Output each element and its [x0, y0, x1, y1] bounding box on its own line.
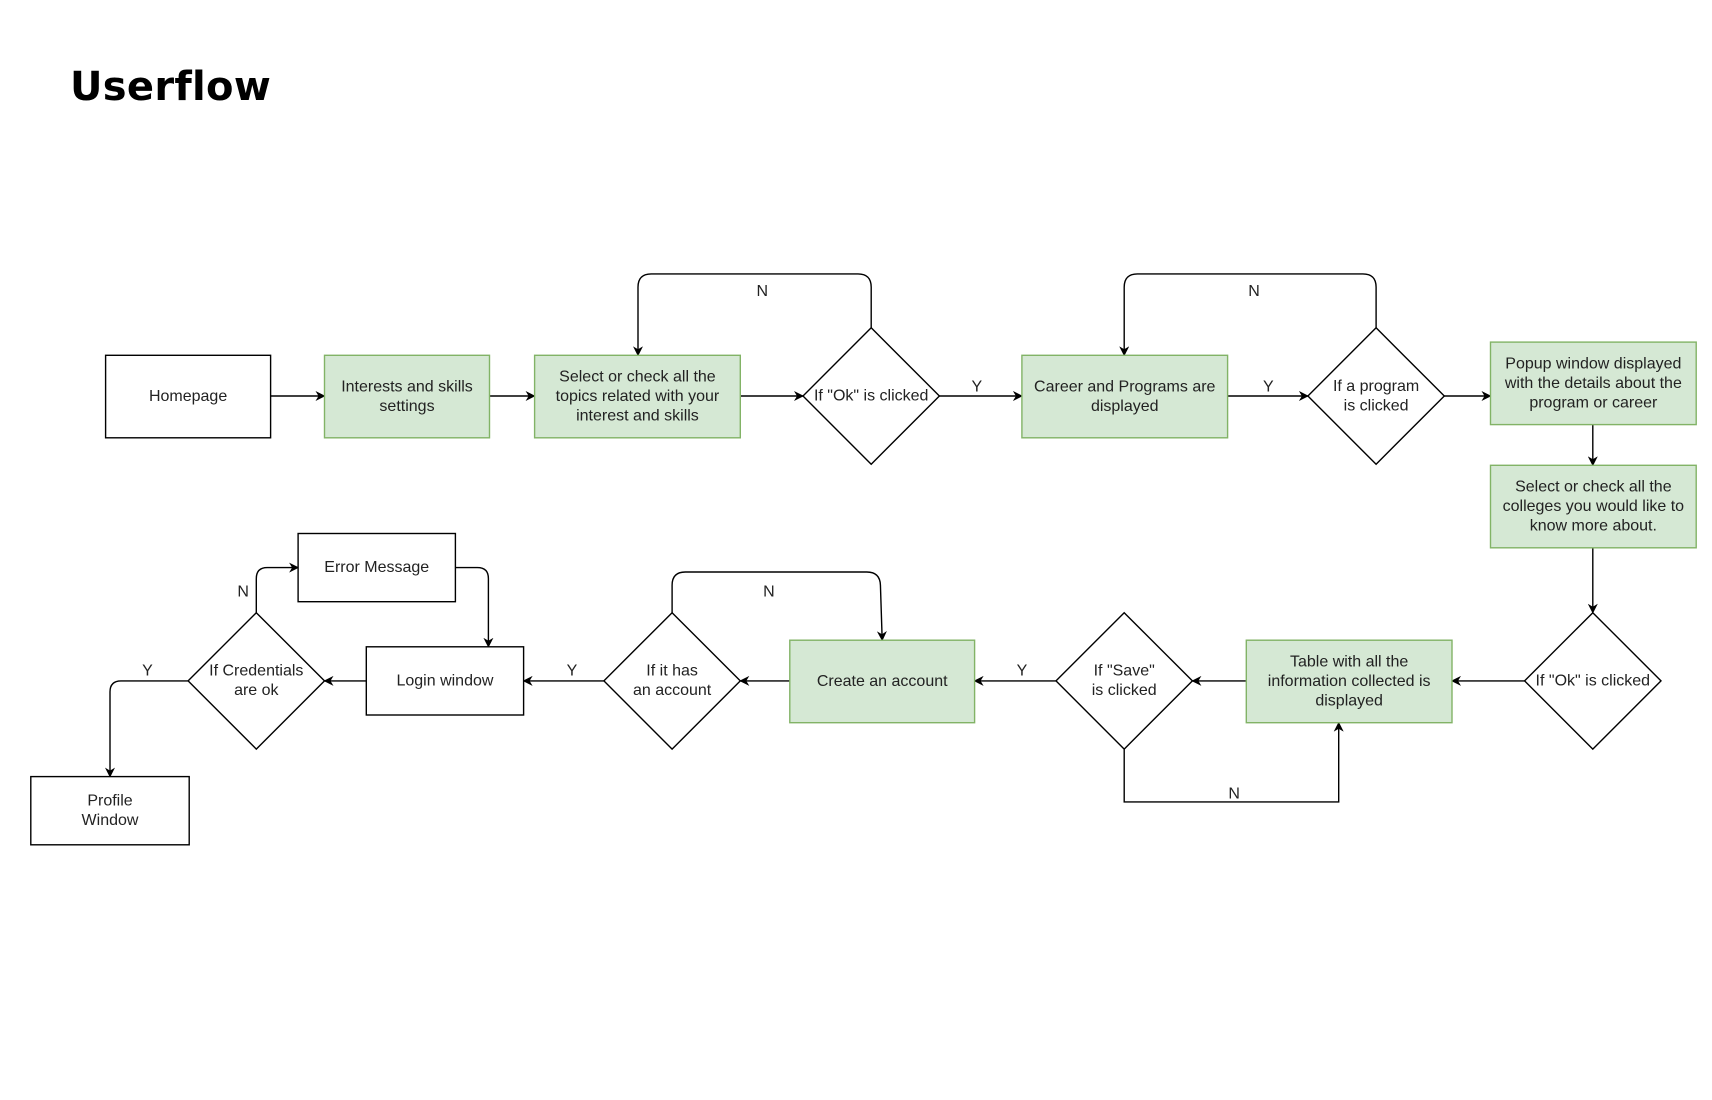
node-select-colleges: Select or check all the colleges you woul… [1489, 464, 1697, 549]
node-label: Select or check all the [559, 369, 716, 386]
node-login: Login window [365, 646, 525, 716]
node-label: are ok [234, 682, 279, 699]
edge-credentials-yes [105, 680, 189, 778]
node-label: displayed [1091, 398, 1159, 415]
node-popup: Popup window displayed with the details a… [1489, 341, 1697, 426]
edge-credentials-no [255, 562, 300, 613]
decision-diamond [187, 611, 326, 751]
node-label: Interests and skills [341, 378, 473, 395]
process-box [323, 354, 491, 439]
node-save-clicked: If "Save" is clicked [1055, 611, 1194, 751]
node-label: an account [633, 682, 712, 699]
node-has-account: If it has an account [602, 611, 742, 751]
node-label: Create an account [817, 673, 948, 690]
edge-label-program-no: N [1248, 283, 1260, 300]
decision-diamond [602, 611, 742, 751]
node-label: Table with all the [1290, 653, 1408, 670]
node-label: If it has [646, 663, 698, 680]
edge-error-login [455, 566, 494, 648]
process-box [104, 354, 272, 439]
node-label: program or career [1529, 394, 1658, 411]
edge-label-account-yes: Y [567, 663, 578, 680]
node-label: Popup window displayed [1505, 355, 1681, 372]
edge-save-no [1123, 721, 1344, 803]
node-interests: Interests and skills settings [323, 354, 491, 439]
node-label: displayed [1315, 692, 1383, 709]
node-label: If "Save" [1094, 663, 1155, 680]
process-box [1021, 354, 1229, 439]
decision-diamond [802, 326, 941, 466]
edge-label-program-yes: Y [1263, 379, 1274, 396]
node-program-clicked: If a program is clicked [1306, 326, 1446, 466]
process-box [30, 775, 190, 846]
edge-label-ok1-yes: Y [971, 379, 982, 396]
edge-program-no [1119, 273, 1377, 357]
node-label: colleges you would like to [1503, 498, 1685, 515]
edge-hasaccount-no [671, 571, 887, 642]
node-label: is clicked [1344, 397, 1409, 414]
node-label: know more about. [1530, 518, 1657, 535]
node-label: information collected is [1268, 673, 1431, 690]
node-ok-clicked-2: If "Ok" is clicked [1523, 611, 1662, 751]
node-label: settings [379, 398, 434, 415]
node-label: with the details about the [1504, 375, 1682, 392]
edge-labels: N Y N Y Y N N Y N Y [142, 283, 1274, 803]
node-label: Error Message [324, 559, 429, 576]
process-box [1245, 639, 1453, 724]
node-create-account: Create an account [789, 639, 976, 724]
decision-diamond [1306, 326, 1446, 466]
node-label: If Credentials [209, 663, 303, 680]
edge-label-account-no: N [763, 583, 775, 600]
edge-label-save-no: N [1228, 786, 1240, 803]
page-title: Userflow [70, 64, 272, 110]
edge-ok1-no [633, 273, 872, 357]
decision-diamond [1055, 611, 1194, 751]
node-label: topics related with your [556, 388, 720, 405]
node-label: Window [82, 812, 139, 829]
edge-label-save-yes: Y [1017, 663, 1028, 680]
node-label: Career and Programs are [1034, 378, 1216, 395]
edge-label-ok1-no: N [757, 283, 769, 300]
node-homepage: Homepage [104, 354, 272, 439]
node-label: Profile [87, 792, 132, 809]
process-box [1489, 341, 1697, 426]
process-box [365, 646, 525, 716]
process-box [533, 354, 741, 439]
edges [105, 273, 1598, 803]
process-box [789, 639, 976, 724]
node-label: If a program [1333, 378, 1419, 395]
edge-label-credentials-no: N [237, 583, 249, 600]
process-box [1489, 464, 1697, 549]
node-error: Error Message [297, 532, 457, 603]
node-label: If "Ok" is clicked [1536, 672, 1651, 689]
node-label: is clicked [1092, 682, 1157, 699]
edge-label-credentials-yes: Y [142, 663, 153, 680]
node-career-programs: Career and Programs are displayed [1021, 354, 1229, 439]
node-label: interest and skills [576, 408, 699, 425]
node-credentials: If Credentials are ok [187, 611, 326, 751]
process-box [297, 532, 457, 603]
node-label: Homepage [149, 388, 227, 405]
decision-diamond [1523, 611, 1662, 751]
node-label: Login window [396, 672, 493, 689]
node-label: If "Ok" is clicked [814, 388, 929, 405]
node-label: Select or check all the [1515, 479, 1672, 496]
node-select-topics: Select or check all the topics related wi… [533, 354, 741, 439]
node-ok-clicked-1: If "Ok" is clicked [802, 326, 941, 466]
node-table: Table with all the information collected … [1245, 639, 1453, 724]
